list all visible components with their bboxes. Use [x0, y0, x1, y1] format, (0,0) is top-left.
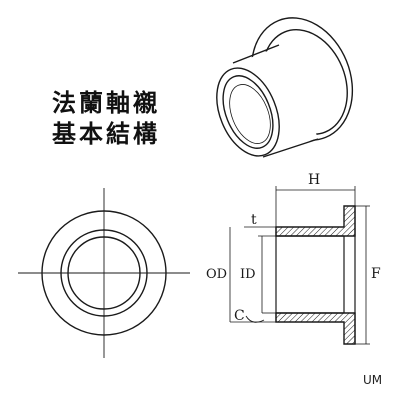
- label-od: OD: [206, 267, 227, 282]
- front-flange-circle: [41, 210, 167, 336]
- dim-c-arc: [245, 315, 265, 323]
- front-view: [18, 188, 190, 358]
- label-c: C: [234, 308, 245, 324]
- label-id: ID: [240, 267, 256, 282]
- iso-sleeve-top-edge: [232, 44, 280, 64]
- iso-bore-shadow: [229, 84, 271, 144]
- section-top-wall: [275, 205, 356, 237]
- label-t: t: [251, 212, 257, 228]
- title-line-1: 法蘭軸襯: [52, 88, 160, 117]
- section-view: [229, 186, 370, 345]
- section-bottom-wall: [275, 312, 356, 345]
- front-inner-circle: [67, 236, 141, 310]
- watermark-label: UM: [363, 373, 383, 387]
- label-h: H: [308, 172, 320, 188]
- title-line-2: 基本結構: [52, 119, 160, 148]
- iso-sleeve-bottom-edge: [262, 138, 319, 158]
- front-outer-circle: [60, 229, 148, 317]
- label-f: F: [371, 266, 381, 282]
- iso-front-end-inner: [222, 75, 274, 149]
- isometric-view: [216, 17, 354, 158]
